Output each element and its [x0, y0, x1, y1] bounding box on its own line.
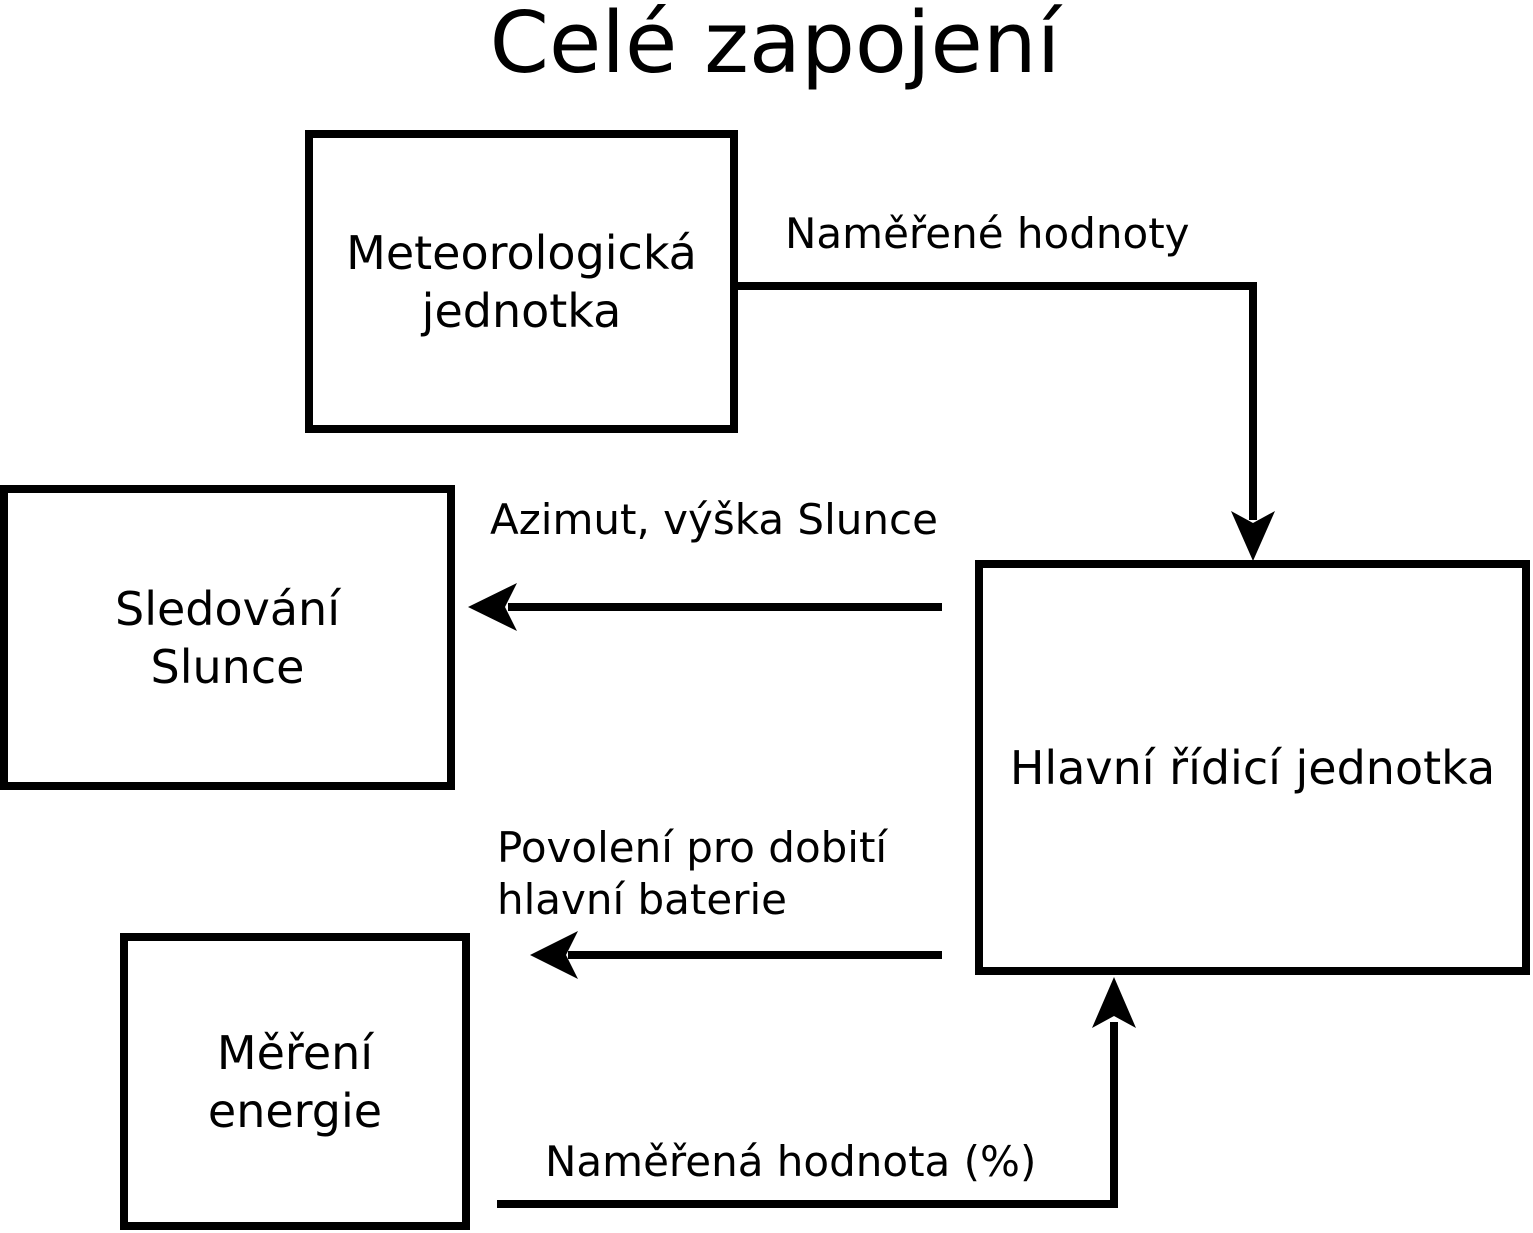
box-sledovani-slunce: Sledování Slunce [0, 485, 455, 790]
box-hlavni-ridici-jednotka: Hlavní řídicí jednotka [975, 560, 1530, 975]
label-povoleni-line2: hlavní baterie [497, 875, 788, 924]
label-povoleni-line1: Povolení pro dobití [497, 823, 888, 872]
diagram-title: Celé zapojení [489, 0, 1061, 93]
arrow-namerena-hodnota-head [1092, 977, 1136, 1028]
box-hlavni-ridici-jednotka-line1: Hlavní řídicí jednotka [1009, 740, 1496, 795]
label-povoleni-pro-dobiti: Povolení pro dobití hlavní baterie [497, 822, 887, 926]
box-meteorologicka-jednotka-line1: Meteorologická [346, 225, 697, 280]
label-azimut-vyska-slunce: Azimut, výška Slunce [490, 495, 938, 544]
label-namerene-hodnoty: Naměřené hodnoty [785, 209, 1190, 258]
box-sledovani-slunce-line2: Slunce [150, 639, 305, 694]
arrow-namerene-hodnoty-head [1231, 511, 1275, 561]
box-mereni-energie-line2: energie [207, 1083, 383, 1138]
arrow-azimut-head [468, 583, 517, 631]
label-namerena-hodnota: Naměřená hodnota (%) [545, 1137, 1037, 1186]
arrow-povoleni-head [530, 931, 578, 979]
box-mereni-energie: Měření energie [120, 933, 470, 1230]
box-meteorologicka-jednotka: Meteorologická jednotka [305, 130, 738, 433]
arrow-namerene-hodnoty-line [734, 282, 1257, 520]
box-sledovani-slunce-line1: Sledování [115, 581, 340, 636]
arrow-namerena-hodnota-line [497, 1022, 1118, 1208]
box-mereni-energie-line1: Měření [216, 1025, 374, 1080]
box-meteorologicka-jednotka-line2: jednotka [421, 283, 622, 338]
